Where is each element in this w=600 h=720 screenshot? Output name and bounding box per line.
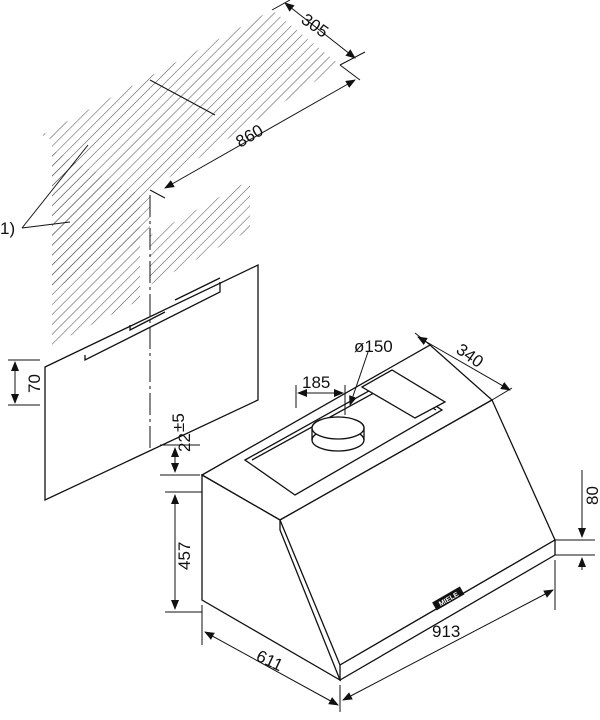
label-hood-width: 913 (432, 622, 460, 641)
label-duct-diameter: ø150 (354, 337, 393, 356)
label-top-depth: 340 (453, 340, 487, 372)
label-hood-depth: 611 (253, 646, 286, 675)
label-hood-height: 457 (175, 542, 194, 570)
cabinet-lower-hatch (52, 150, 140, 345)
dimension-labels: 305 860 1) 70 22 ±5 185 ø150 340 80 457 … (0, 10, 600, 675)
label-front-height: 80 (583, 486, 600, 505)
chimney-panel (44, 263, 259, 502)
label-cabinet-note: 1) (0, 219, 15, 238)
label-gap-tolerance: ±5 (169, 413, 188, 432)
wall-cabinet (42, 10, 340, 345)
dimensions (8, 0, 595, 712)
label-gap-height: 22 (175, 433, 194, 452)
label-chimney-offset: 70 (25, 374, 44, 393)
label-duct-offset: 185 (302, 373, 330, 392)
